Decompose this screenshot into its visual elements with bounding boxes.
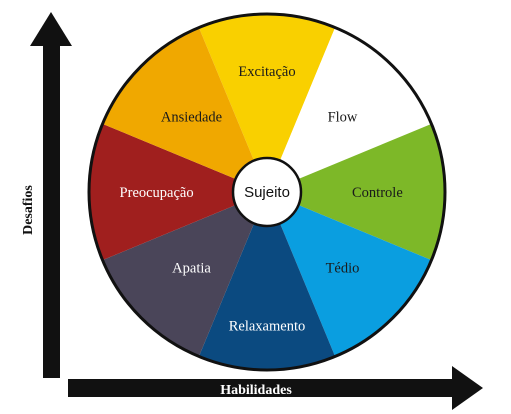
x-axis-arrow-shaft [68, 379, 456, 397]
segment-flow [267, 27, 432, 193]
center-circle [231, 156, 303, 228]
segment-relaxamento [198, 192, 336, 370]
y-axis-arrow-shaft [43, 44, 60, 378]
segment-label-apatia: Apatia [172, 261, 211, 277]
segment-ansiedade [102, 27, 268, 193]
segment-label-preocupação: Preocupação [120, 185, 194, 201]
segment-label-ansiedade: Ansiedade [161, 110, 222, 126]
segment-preocupação [88, 123, 267, 261]
x-axis-label: Habilidades [220, 383, 292, 398]
segment-tédio [267, 192, 432, 357]
segment-controle [267, 123, 445, 261]
segment-label-flow: Flow [328, 110, 358, 126]
center-label: Sujeito [244, 184, 290, 201]
segment-apatia [102, 192, 268, 357]
segment-label-controle: Controle [352, 185, 403, 201]
segment-excitação [198, 14, 336, 193]
segment-label-tédio: Tédio [326, 261, 360, 277]
wheel-border [87, 12, 447, 372]
y-axis-arrow-head [30, 12, 72, 46]
segment-label-relaxamento: Relaxamento [229, 319, 306, 335]
y-axis-label: Desafios [21, 185, 36, 235]
x-axis-arrow-head [452, 366, 483, 410]
segment-label-excitação: Excitação [238, 64, 295, 80]
